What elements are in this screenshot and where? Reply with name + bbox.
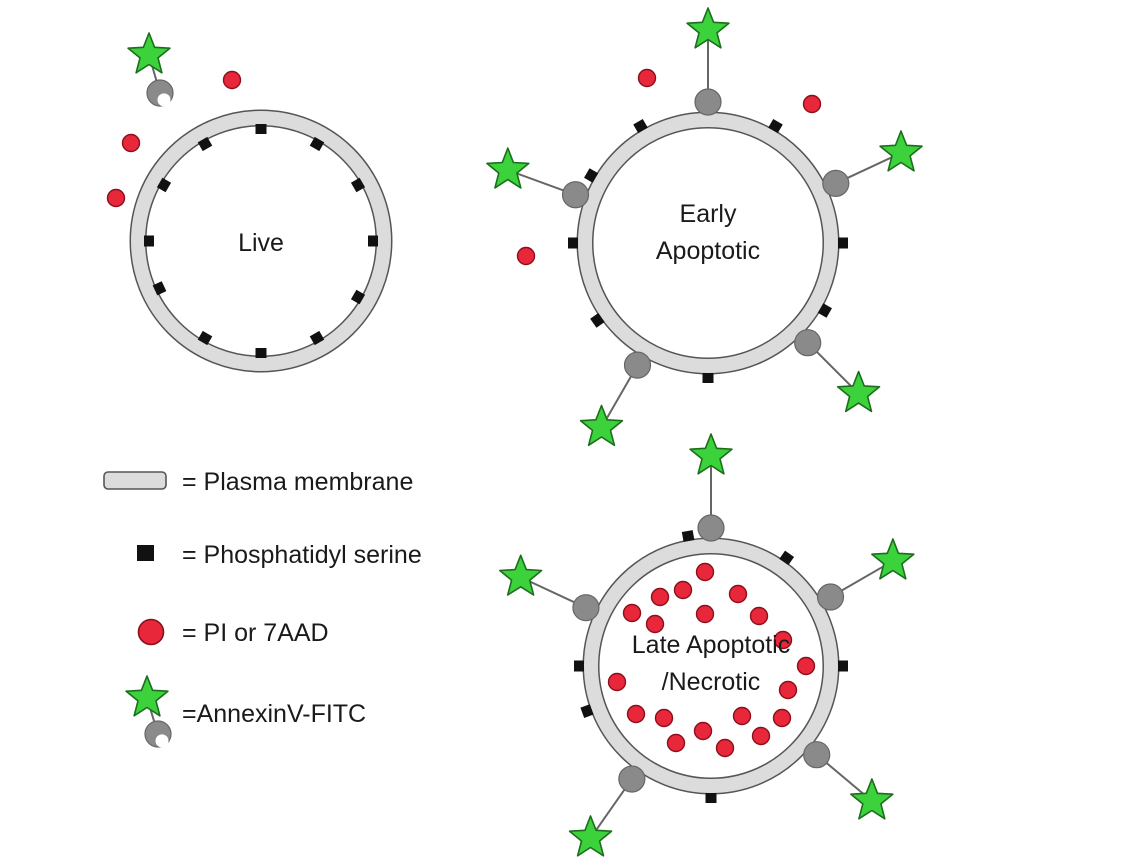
late-pi-dot-8 (773, 630, 793, 650)
live-pi-dot-0 (222, 70, 242, 90)
early-pi-dot-1 (802, 94, 822, 114)
early-apoptotic-cell: Early Apoptotic (486, 7, 923, 447)
early-annexin-3 (794, 329, 881, 413)
late-ps-0 (681, 530, 695, 542)
legend-annexin-row: =AnnexinV-FITC (125, 675, 366, 748)
early-ps-3 (584, 168, 599, 183)
early-annexin-2 (486, 147, 590, 209)
late-pi-dot-6 (695, 604, 715, 624)
late-ps-3 (574, 660, 584, 672)
early-membrane (576, 111, 840, 375)
late-pi-dot-16 (693, 721, 713, 741)
live-phosphatidylserine-group (144, 124, 378, 358)
late-annexin-0 (689, 433, 733, 542)
live-ps-10 (152, 281, 167, 296)
late-pi-dot-11 (778, 680, 798, 700)
early-ps-7 (568, 237, 578, 249)
live-pi-dot-1 (121, 133, 141, 153)
live-ps-8 (255, 348, 267, 358)
late-pi-dot-19 (751, 726, 771, 746)
late-pi-dot-9 (796, 656, 816, 676)
late-annexin-group (498, 433, 915, 857)
early-ps-5 (817, 303, 832, 318)
late-annexin-1 (816, 538, 915, 611)
late-membrane (582, 537, 840, 795)
late-pi-dot-17 (666, 733, 686, 753)
legend-pi-swatch (137, 618, 165, 646)
late-pi-dot-15 (772, 708, 792, 728)
late-pi-dot-2 (650, 587, 670, 607)
early-pi-group (516, 68, 822, 266)
legend-ps-label: = Phosphatidyl serine (182, 541, 422, 569)
late-annexin-3 (803, 741, 894, 820)
early-ps-8 (702, 373, 714, 383)
late-pi-dot-0 (695, 562, 715, 582)
late-pi-dot-12 (626, 704, 646, 724)
late-pi-dot-10 (607, 672, 627, 692)
live-cell: Live (106, 32, 393, 373)
early-ps-1 (633, 119, 648, 134)
late-pi-dot-13 (654, 708, 674, 728)
late-pi-dot-1 (673, 580, 693, 600)
late-cell-label-line2: /Necrotic (662, 668, 761, 696)
legend-pi-label: = PI or 7AAD (182, 619, 329, 647)
live-ps-3 (156, 177, 172, 193)
live-ps-11 (144, 235, 154, 247)
live-pi-dot-2 (106, 188, 126, 208)
late-ps-5 (580, 704, 594, 718)
legend-membrane-row: = Plasma membrane (103, 468, 413, 496)
live-annexin-group (127, 32, 174, 107)
early-cell-label-line2: Apoptotic (656, 237, 760, 265)
late-cell-label-line1: Late Apoptotic (632, 631, 790, 659)
early-ps-6 (590, 313, 605, 328)
late-pi-dot-14 (732, 706, 752, 726)
legend-annexin-swatch (125, 675, 172, 748)
late-annexin-4 (568, 765, 646, 857)
early-ps-4 (838, 237, 848, 249)
early-annexin-0 (686, 7, 730, 116)
early-annexin-1 (822, 130, 923, 198)
live-annexin-0 (127, 32, 174, 107)
legend-annexin-label: =AnnexinV-FITC (182, 700, 366, 728)
late-ps-1 (779, 550, 795, 566)
late-ps-4 (705, 793, 717, 803)
live-cell-label: Live (238, 229, 284, 257)
late-ps-2 (838, 660, 848, 672)
early-pi-dot-2 (516, 246, 536, 266)
live-ps-9 (197, 330, 213, 346)
live-pi-group (106, 70, 242, 208)
live-ps-5 (368, 235, 378, 247)
legend-pi-row: = PI or 7AAD (137, 618, 329, 647)
late-annexin-2 (498, 554, 600, 622)
live-membrane (129, 109, 393, 373)
early-ps-2 (768, 119, 783, 134)
late-pi-group (607, 562, 816, 758)
live-ps-1 (255, 124, 267, 134)
legend-ps-row: = Phosphatidyl serine (137, 541, 422, 569)
legend: = Plasma membrane = Phosphatidyl serine … (103, 468, 422, 748)
late-pi-dot-5 (645, 614, 665, 634)
legend-ps-swatch (137, 545, 154, 561)
live-ps-6 (350, 289, 366, 305)
late-pi-dot-7 (749, 606, 769, 626)
late-apoptotic-cell: Late Apoptotic /Necrotic (498, 433, 915, 857)
early-annexin-4 (579, 351, 652, 447)
late-pi-dot-3 (728, 584, 748, 604)
late-pi-dot-4 (622, 603, 642, 623)
legend-membrane-swatch (103, 471, 167, 490)
live-ps-0 (309, 136, 325, 152)
legend-membrane-label: = Plasma membrane (182, 468, 413, 496)
early-annexin-group (486, 7, 923, 447)
live-ps-2 (197, 136, 213, 152)
late-pi-dot-18 (715, 738, 735, 758)
legend-annexin-0 (125, 675, 172, 748)
early-pi-dot-0 (637, 68, 657, 88)
live-ps-4 (350, 177, 366, 193)
early-cell-label-line1: Early (680, 200, 737, 228)
live-ps-7 (309, 330, 325, 346)
